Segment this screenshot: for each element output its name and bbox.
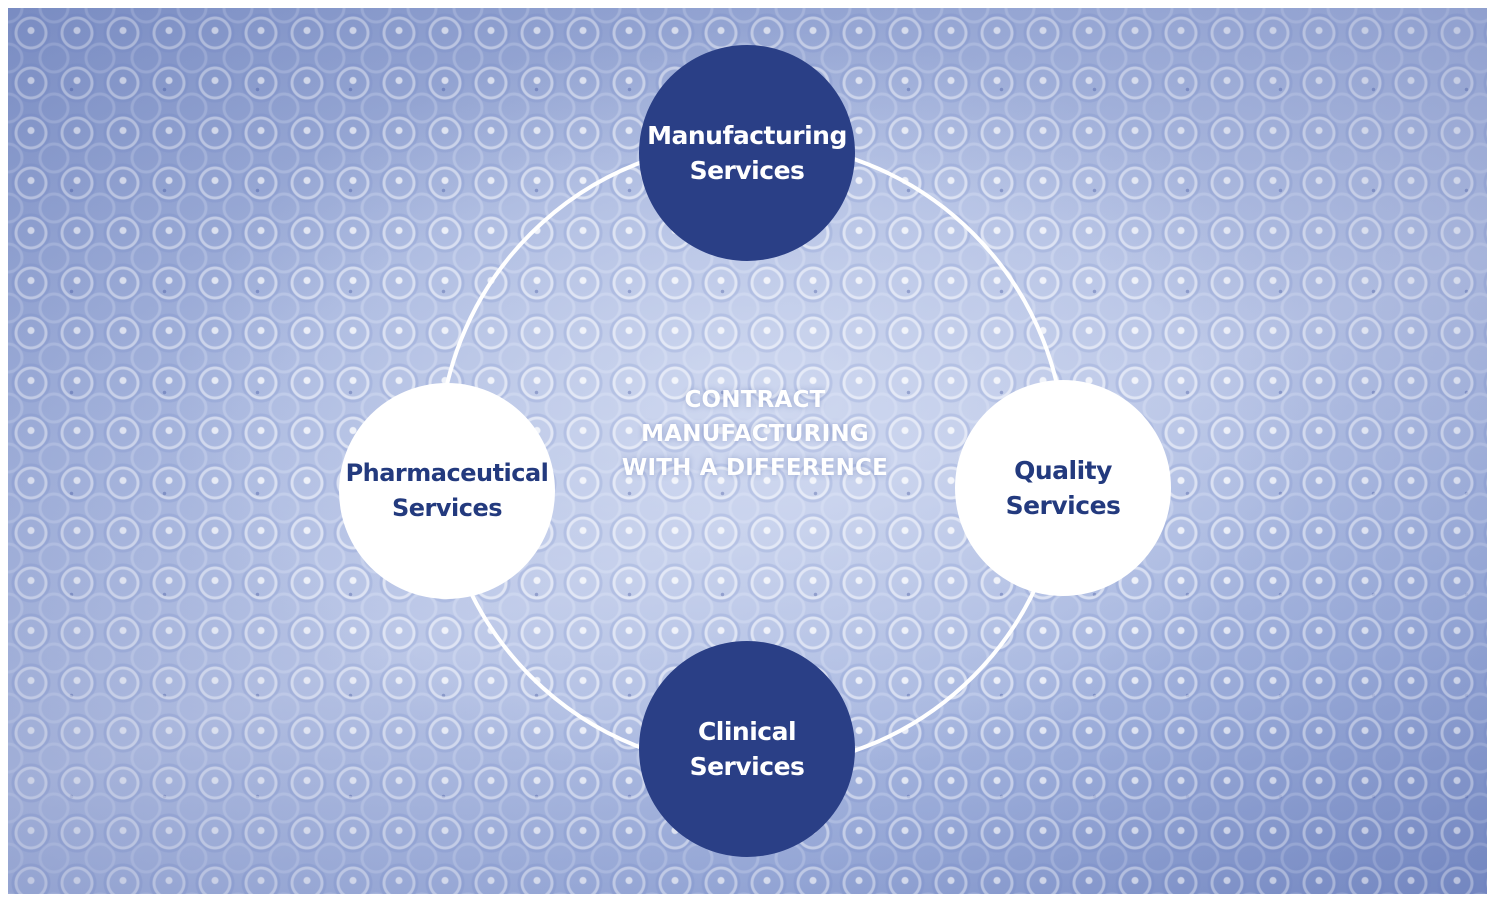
node-pharmaceutical-services: Pharmaceutical Services [339, 383, 555, 599]
node-clinical-services-label: Clinical Services [689, 717, 805, 781]
node-quality-services-label: Quality Services [1005, 456, 1121, 520]
node-manufacturing-services-label: Manufacturing Services [647, 121, 847, 185]
node-quality-services: Quality Services [955, 380, 1171, 596]
center-title: CONTRACT MANUFACTURING WITH A DIFFERENCE [621, 387, 889, 481]
node-manufacturing-services: Manufacturing Services [639, 45, 855, 261]
node-clinical-services: Clinical Services [639, 641, 855, 857]
node-pharmaceutical-services-label: Pharmaceutical Services [345, 459, 549, 522]
